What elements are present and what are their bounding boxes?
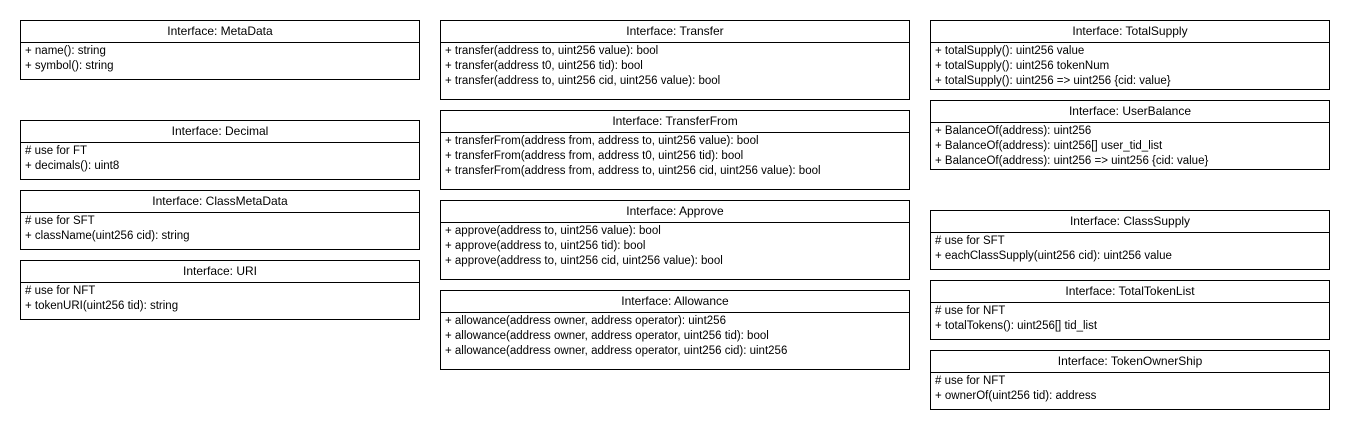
member-line: + transfer(address to, uint256 cid, uint… [445, 75, 721, 87]
box-title: Interface: TotalSupply [931, 21, 1329, 43]
member-line: + BalanceOf(address): uint256[] user_tid… [935, 140, 1163, 152]
interface-transferfrom-box: Interface: TransferFrom + transferFrom(a… [440, 110, 910, 190]
member-line: + transferFrom(address from, address to,… [445, 165, 821, 177]
member-line: # use for NFT [935, 375, 1006, 387]
member-line: + transferFrom(address from, address to,… [445, 135, 759, 147]
member-line: + transfer(address t0, uint256 tid): boo… [445, 60, 643, 72]
interface-transfer-box: Interface: Transfer + transfer(address t… [440, 20, 910, 100]
member-line: + approve(address to, uint256 value): bo… [445, 225, 661, 237]
member-line: + totalTokens(): uint256[] tid_list [935, 320, 1098, 332]
member-line: + allowance(address owner, address opera… [445, 315, 726, 327]
member-line: + approve(address to, uint256 tid): bool [445, 240, 646, 252]
interface-classsupply-box: Interface: ClassSupply # use for SFT + e… [930, 210, 1330, 270]
interface-totalsupply-box: Interface: TotalSupply + totalSupply(): … [930, 20, 1330, 90]
member-line: + totalSupply(): uint256 => uint256 {cid… [935, 75, 1171, 87]
box-title: Interface: UserBalance [931, 101, 1329, 123]
member-line: + tokenURI(uint256 tid): string [25, 300, 179, 312]
member-line: + name(): string [25, 45, 106, 57]
member-line: # use for SFT [935, 235, 1005, 247]
member-line: + decimals(): uint8 [25, 160, 120, 172]
interface-allowance-box: Interface: Allowance + allowance(address… [440, 290, 910, 370]
member-line: + allowance(address owner, address opera… [445, 345, 788, 357]
box-title: Interface: Decimal [21, 121, 419, 143]
box-title: Interface: TotalTokenList [931, 281, 1329, 303]
box-title: Interface: Approve [441, 201, 909, 223]
interface-userbalance-box: Interface: UserBalance + BalanceOf(addre… [930, 100, 1330, 170]
box-title: Interface: MetaData [21, 21, 419, 43]
member-line: + transfer(address to, uint256 value): b… [445, 45, 659, 57]
interface-tokenownership-box: Interface: TokenOwnerShip # use for NFT … [930, 350, 1330, 410]
member-line: # use for NFT [935, 305, 1006, 317]
box-title: Interface: ClassSupply [931, 211, 1329, 233]
interface-uri-box: Interface: URI # use for NFT + tokenURI(… [20, 260, 420, 320]
member-line: + transferFrom(address from, address t0,… [445, 150, 744, 162]
member-line: + className(uint256 cid): string [25, 230, 190, 242]
interface-classmetadata-box: Interface: ClassMetaData # use for SFT +… [20, 190, 420, 250]
member-line: # use for FT [25, 145, 87, 157]
interface-approve-box: Interface: Approve + approve(address to,… [440, 200, 910, 280]
member-line: + totalSupply(): uint256 value [935, 45, 1085, 57]
member-line: + approve(address to, uint256 cid, uint2… [445, 255, 723, 267]
member-line: + ownerOf(uint256 tid): address [935, 390, 1097, 402]
box-title: Interface: URI [21, 261, 419, 283]
box-title: Interface: Allowance [441, 291, 909, 313]
interface-totaltokenlist-box: Interface: TotalTokenList # use for NFT … [930, 280, 1330, 340]
member-line: # use for NFT [25, 285, 96, 297]
member-line: # use for SFT [25, 215, 95, 227]
member-line: + eachClassSupply(uint256 cid): uint256 … [935, 250, 1172, 262]
box-title: Interface: TransferFrom [441, 111, 909, 133]
box-title: Interface: Transfer [441, 21, 909, 43]
member-line: + BalanceOf(address): uint256 [935, 125, 1092, 137]
box-title: Interface: TokenOwnerShip [931, 351, 1329, 373]
member-line: + totalSupply(): uint256 tokenNum [935, 60, 1110, 72]
member-line: + symbol(): string [25, 60, 114, 72]
member-line: + BalanceOf(address): uint256 => uint256… [935, 155, 1209, 167]
interface-decimal-box: Interface: Decimal # use for FT + decima… [20, 120, 420, 180]
box-title: Interface: ClassMetaData [21, 191, 419, 213]
member-line: + allowance(address owner, address opera… [445, 330, 769, 342]
interface-metadata-box: Interface: MetaData + name(): string + s… [20, 20, 420, 80]
